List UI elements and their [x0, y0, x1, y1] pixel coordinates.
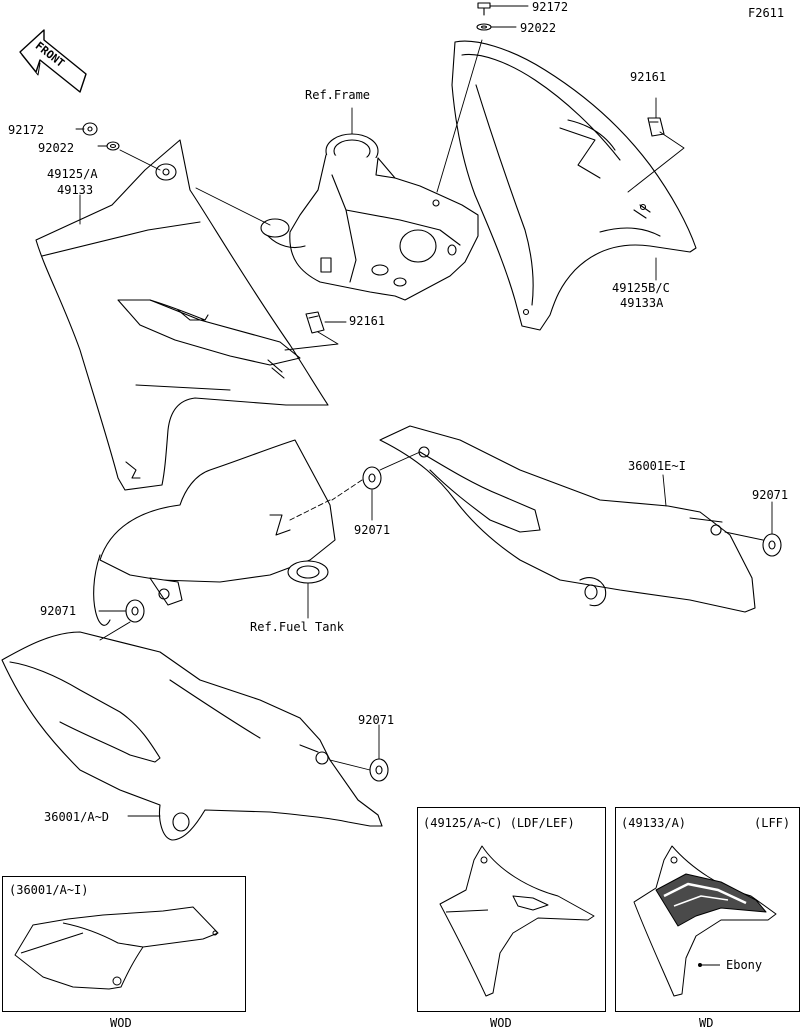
inset-side-cover: (36001/A~I) [2, 876, 246, 1012]
label-92071-lower: 92071 [358, 713, 395, 727]
grommet-92071-left [125, 599, 145, 623]
inset-shroud-ldf-title: (49125/A~C) (LDF/LEF) [423, 816, 575, 830]
bolt-92172-top [477, 2, 491, 16]
label-49133: 49133 [57, 183, 94, 197]
clip-92161-top [647, 117, 665, 137]
inset-shroud-ldf-caption: WOD [490, 1016, 512, 1028]
left-side-cover-part [1, 631, 383, 841]
fuel-tank-reference-part [93, 439, 336, 626]
inset-shroud-lff: (49133/A) (LFF) Ebony [615, 807, 800, 1012]
label-92071-left: 92071 [40, 604, 77, 618]
inset-shroud-ldf-art [439, 845, 595, 997]
label-92172-top: 92172 [532, 0, 569, 14]
label-ref-fuel-tank: Ref.Fuel Tank [250, 620, 344, 634]
label-92161-mid: 92161 [349, 314, 386, 328]
washer-92022-left [106, 141, 120, 151]
figure-code: F2611 [748, 6, 785, 20]
inset-side-cover-caption: WOD [110, 1016, 132, 1028]
inset-side-cover-title: (36001/A~I) [9, 883, 89, 897]
label-92071-right: 92071 [752, 488, 789, 502]
label-36001ad: 36001/A~D [44, 810, 110, 824]
label-36001ei: 36001E~I [628, 459, 686, 473]
bolt-92172-left [82, 122, 98, 136]
inset-shroud-lff-title: (49133/A) [621, 816, 687, 830]
label-49125bc: 49125B/C [612, 281, 670, 295]
label-92022-top: 92022 [520, 21, 557, 35]
left-shroud-part [35, 139, 329, 491]
inset-side-cover-art [14, 906, 219, 990]
inset-shroud-lff-variant: (LFF) [754, 816, 791, 830]
washer-92022-top [476, 23, 492, 31]
label-49133a: 49133A [620, 296, 664, 310]
front-arrow-icon [19, 29, 87, 93]
grommet-92071-right [762, 533, 782, 557]
label-92022-left: 92022 [38, 141, 75, 155]
right-side-cover-part [379, 425, 756, 613]
label-92071-mid: 92071 [354, 523, 391, 537]
label-92172-left: 92172 [8, 123, 45, 137]
leader-lines [75, 5, 773, 964]
grommet-92071-lower [369, 758, 389, 782]
label-92161-top: 92161 [630, 70, 667, 84]
grommet-92071-mid [362, 466, 382, 490]
inset-shroud-ldf: (49125/A~C) (LDF/LEF) [417, 807, 606, 1012]
label-ref-frame: Ref.Frame [305, 88, 371, 102]
inset-shroud-lff-caption: WD [699, 1016, 714, 1028]
inset-shroud-lff-ebony: Ebony [726, 958, 763, 972]
inset-shroud-lff-art [633, 845, 777, 997]
frame-reference-part [260, 133, 479, 301]
clip-92161-mid [305, 311, 325, 334]
right-shroud-part [451, 40, 697, 331]
label-49125a: 49125/A [47, 167, 98, 181]
